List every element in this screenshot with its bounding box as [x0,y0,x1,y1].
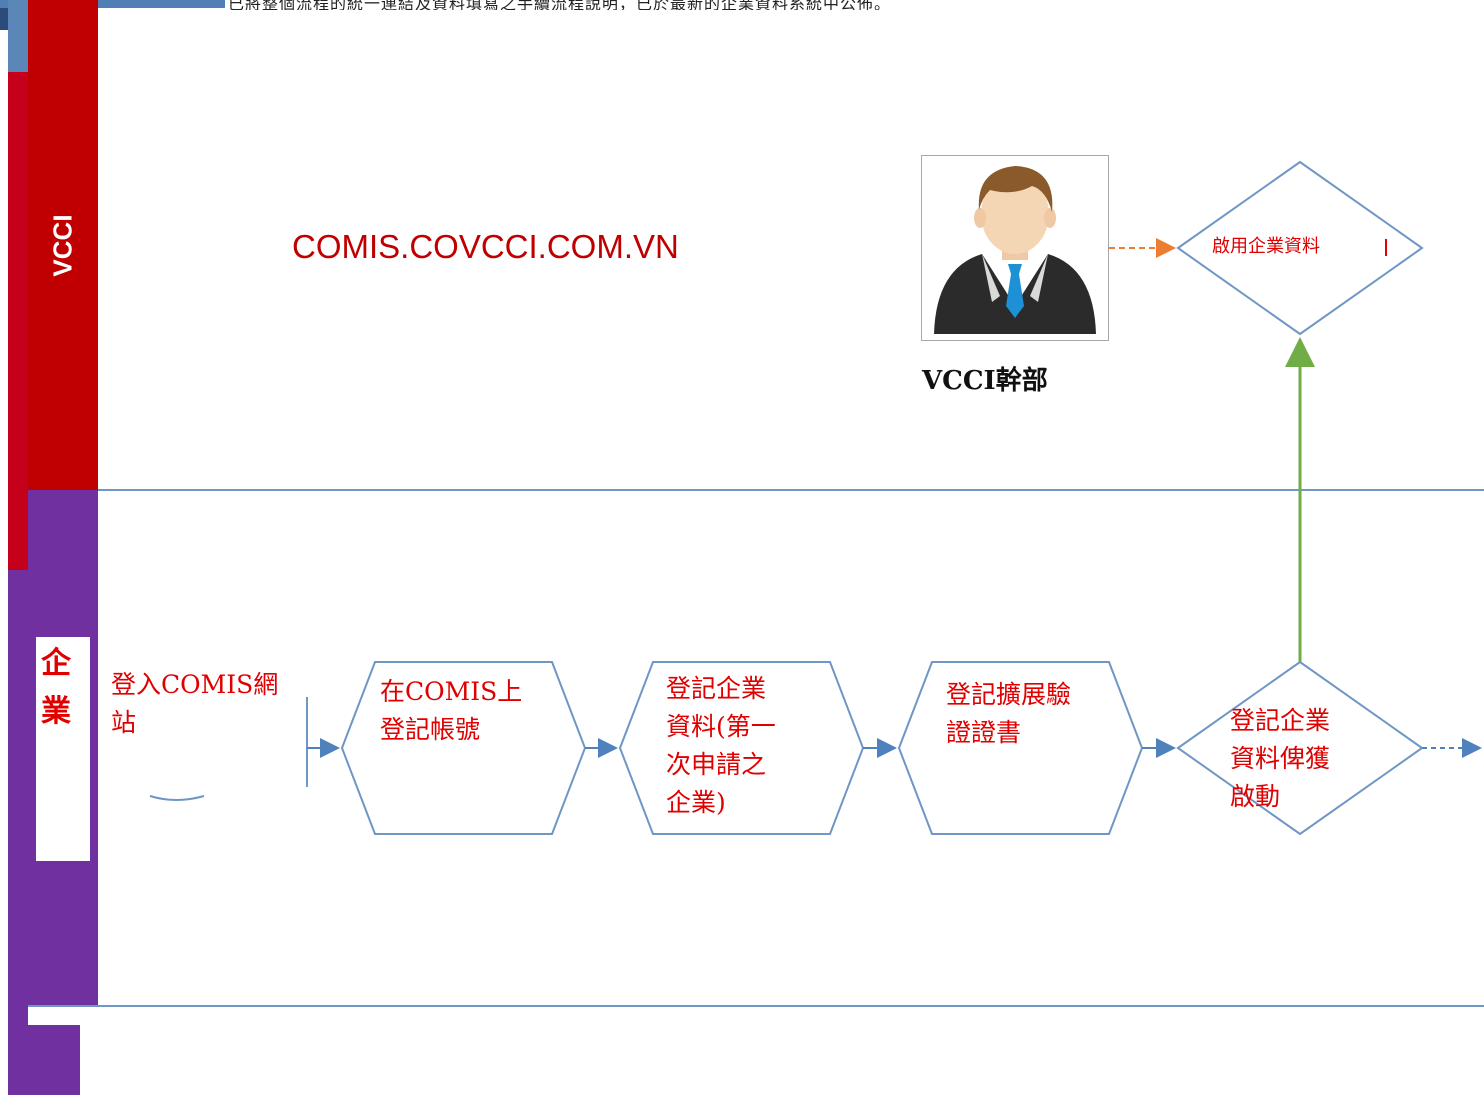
business-lane-label-char: 企 [41,646,71,681]
step-register-account-label: 在COMIS上 登記帳號 [380,677,523,744]
decision-activated-label: 登記企業 資料俾獲 啟動 [1230,706,1331,811]
step-login-label: 登入COMIS網 站 [111,670,279,737]
step-register-cert-label: 登記擴展驗 證證書 [946,680,1072,747]
website-url: COMIS.COVCCI.COM.VN [292,228,679,265]
backdrop-edge [0,0,8,30]
lane-divider [98,489,1484,491]
person-avatar-icon [934,166,1096,334]
staff-avatar [921,155,1109,341]
business-lane-label-box [36,637,90,861]
business-lane-label-char: 業 [41,694,71,729]
backdrop-red-strip [8,72,28,572]
backdrop-blue-strip [8,0,28,72]
vcci-lane-header [28,0,98,490]
backdrop-top-strip [0,0,225,8]
step-register-company-label: 登記企業 資料(第一 次申請之 企業) [666,674,776,817]
login-underline [149,795,205,801]
top-caption: 已將整個流程的統一連結及資料填寫之手續流程說明，已於最新的企業資料系統中公佈。 [228,0,892,10]
business-lane-label: 企業 [36,640,76,736]
enable-company-info-label: 啟用企業資料 [1212,236,1320,257]
staff-caption: VCCI幹部 [922,366,1048,396]
enable-company-info-diamond [1176,160,1424,336]
lane-footer-gap [28,1007,80,1025]
lane-bottom-border [28,1005,1484,1007]
